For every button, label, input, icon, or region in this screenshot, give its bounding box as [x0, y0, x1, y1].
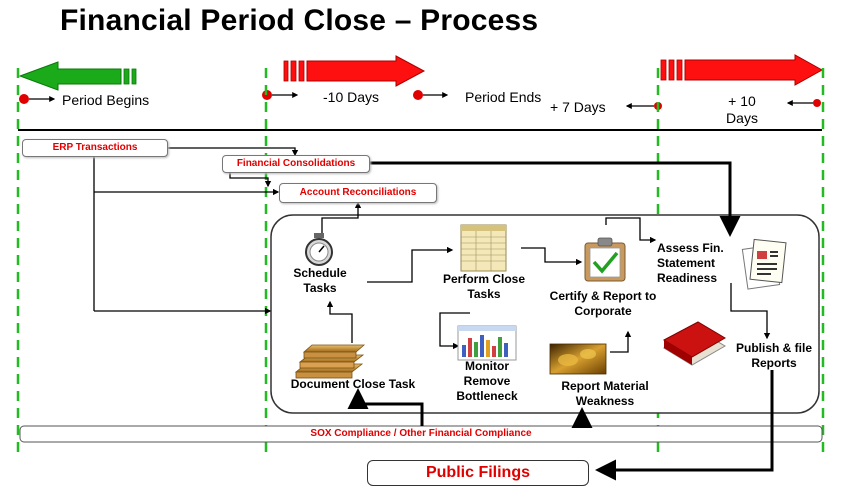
period-ends-dot: [413, 90, 423, 100]
period-begins-dot: [19, 94, 29, 104]
connectors: [93, 147, 771, 353]
schedule-tasks-label: Schedule Tasks: [293, 266, 347, 295]
perform-close-tasks-label: Perform Close Tasks: [442, 272, 526, 301]
period-begins-label: Period Begins: [62, 92, 150, 108]
plus-10-days-label-bottom: Days: [726, 110, 758, 126]
period-ends-label: Period Ends: [465, 89, 542, 105]
page-title: Financial Period Close – Process: [60, 4, 539, 37]
bar-chart-icon: [457, 325, 517, 361]
financial-consolidations-box: Financial Consolidations: [222, 155, 370, 173]
plus-10-days-arrow: [660, 54, 824, 86]
assess-readiness-label: Assess Fin. Statement Readiness: [657, 241, 724, 285]
document-close-task-label: Document Close Task: [290, 377, 416, 391]
erp-transactions-box: ERP Transactions: [22, 139, 168, 157]
red-book-icon: [662, 321, 726, 366]
report-material-weakness-label: Report Material Weakness: [561, 379, 649, 408]
plus-10-days-dot: [813, 99, 821, 107]
public-filings-box: Public Filings: [367, 460, 589, 486]
minus-10-days-label: -10 Days: [323, 89, 380, 105]
plus-10-days-label-top: + 10: [728, 93, 756, 109]
compliance-label: SOX Compliance / Other Financial Complia…: [310, 428, 532, 439]
clipboard-check-icon: [584, 237, 626, 282]
publish-file-reports-label: Publish & file Reports: [735, 341, 812, 370]
stopwatch-icon: [305, 233, 333, 266]
stacked-books-icon: [294, 344, 366, 379]
report-document-icon: [741, 238, 787, 290]
account-reconciliations-box: Account Reconciliations: [279, 183, 437, 203]
minus-10-days-arrow: [283, 55, 426, 87]
certify-report-label: Certify & Report to Corporate: [549, 289, 657, 318]
spreadsheet-icon: [460, 224, 507, 272]
thick-connectors: [347, 161, 774, 481]
gold-coins-icon: [549, 343, 607, 375]
period-begins-arrow: [18, 61, 137, 91]
monitor-bottleneck-label: Monitor Remove Bottleneck: [456, 359, 518, 403]
timeline: [18, 54, 824, 131]
plus-7-days-label: + 7 Days: [550, 99, 606, 115]
